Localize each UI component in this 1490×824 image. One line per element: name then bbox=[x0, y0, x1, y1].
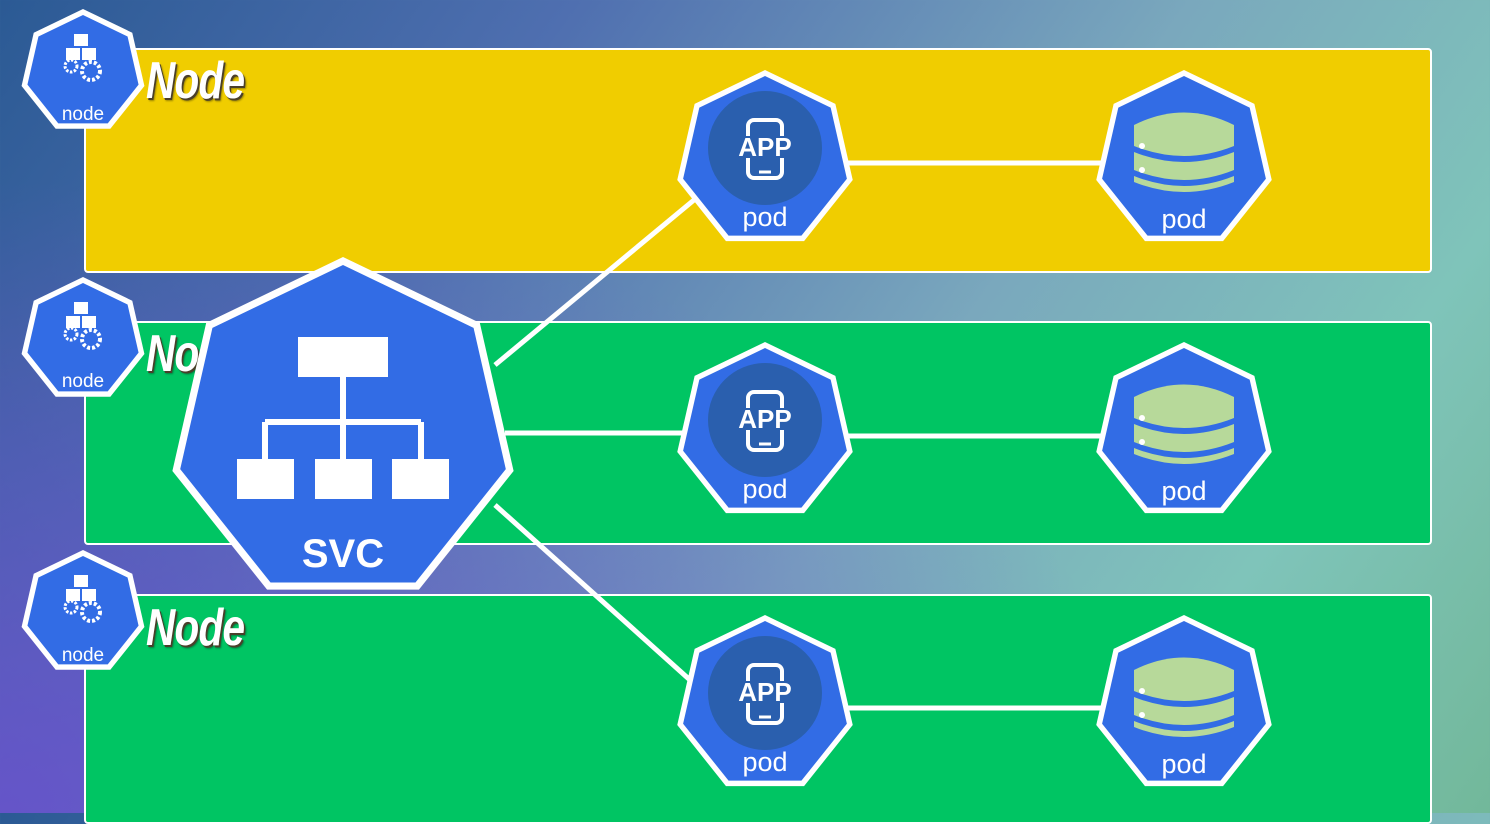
svc-to-app-pod-3 bbox=[493, 503, 692, 682]
node-icon-label-2: node bbox=[62, 371, 104, 392]
app-pod-label-2: pod bbox=[742, 474, 787, 504]
app-pod-1[interactable]: APP pod bbox=[677, 70, 853, 242]
db-pod-label-1: pod bbox=[1161, 204, 1206, 234]
mobile-app-icon: APP bbox=[732, 663, 798, 725]
node-icon-3: node bbox=[21, 550, 145, 670]
sitemap-icon bbox=[237, 337, 449, 499]
mobile-app-icon: APP bbox=[732, 390, 798, 452]
database-icon bbox=[1134, 112, 1234, 192]
database-icon bbox=[1134, 384, 1234, 464]
db-pod-3[interactable]: pod bbox=[1096, 615, 1272, 787]
cubes-gear-icon bbox=[63, 302, 102, 350]
node-icon-1: node bbox=[21, 9, 145, 129]
cubes-gear-icon bbox=[63, 34, 102, 82]
svc-to-app-pod-1 bbox=[493, 193, 702, 367]
database-icon bbox=[1134, 657, 1234, 737]
node-title-2: No bbox=[146, 325, 199, 383]
app-pod-2[interactable]: APP pod bbox=[677, 342, 853, 514]
node-icon-label-3: node bbox=[62, 645, 104, 666]
db-pod-1[interactable]: pod bbox=[1096, 70, 1272, 242]
app-pod-3[interactable]: APP pod bbox=[677, 615, 853, 787]
node-icon-2: node bbox=[21, 277, 145, 397]
node-icon-label-1: node bbox=[62, 104, 104, 125]
connection-lines bbox=[493, 160, 1102, 711]
mobile-app-icon: APP bbox=[732, 118, 798, 180]
node-title-1: Node bbox=[146, 52, 245, 110]
db-pod-label-3: pod bbox=[1161, 749, 1206, 779]
node-title-3: Node bbox=[146, 599, 245, 657]
app-icon-text: APP bbox=[738, 404, 791, 434]
db-pod-2[interactable]: pod bbox=[1096, 342, 1272, 514]
cubes-gear-icon bbox=[63, 575, 102, 623]
db-pod-label-2: pod bbox=[1161, 476, 1206, 506]
app-pod-label-3: pod bbox=[742, 747, 787, 777]
app-icon-text: APP bbox=[738, 132, 791, 162]
svc-label: SVC bbox=[302, 532, 384, 576]
app-icon-text: APP bbox=[738, 677, 791, 707]
svc-service[interactable]: SVC bbox=[172, 257, 514, 590]
app-pod-label-1: pod bbox=[742, 202, 787, 232]
